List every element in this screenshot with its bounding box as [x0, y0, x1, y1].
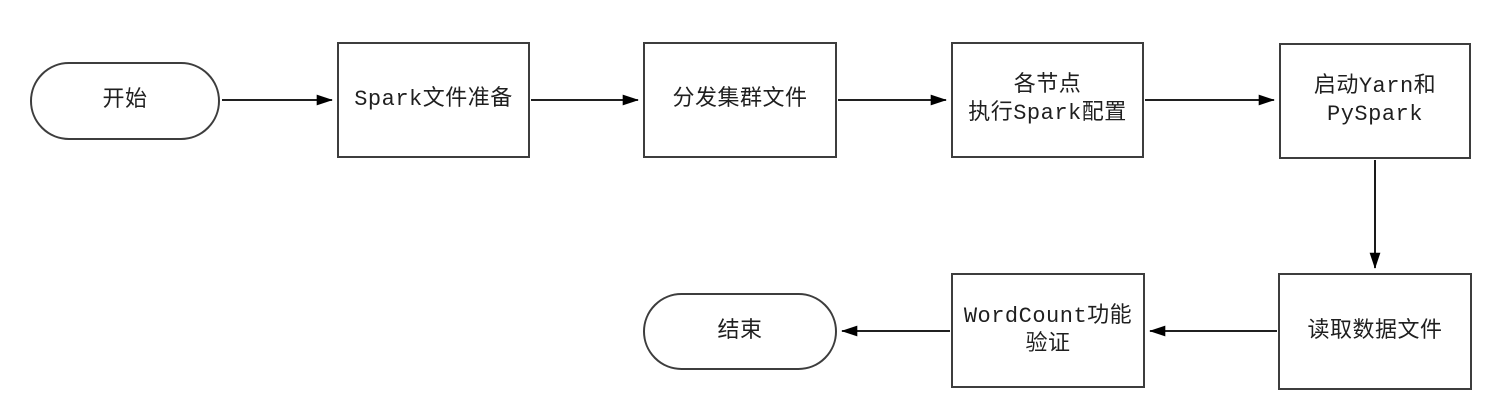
node-label-node-config: 各节点 执行Spark配置: [968, 73, 1127, 126]
node-label-wordcount: WordCount功能 验证: [963, 303, 1133, 357]
flowchart-node-start-yarn: 启动Yarn和 PySpark: [1279, 43, 1471, 159]
node-label-start: 开始: [102, 88, 148, 113]
node-label-read-data: 读取数据文件: [1307, 318, 1443, 344]
flowchart-node-node-config: 各节点 执行Spark配置: [951, 42, 1144, 158]
node-label-spark-files: Spark文件准备: [354, 87, 513, 112]
node-label-end: 结束: [717, 318, 763, 344]
node-label-start-yarn: 启动Yarn和 PySpark: [1313, 74, 1437, 127]
flowchart-node-start: 开始: [30, 62, 220, 140]
flowchart-node-wordcount: WordCount功能 验证: [951, 273, 1145, 388]
flowchart-node-read-data: 读取数据文件: [1278, 273, 1472, 390]
flowchart-node-distribute: 分发集群文件: [643, 42, 837, 158]
node-label-distribute: 分发集群文件: [672, 87, 808, 112]
flowchart-node-end: 结束: [643, 293, 837, 370]
flowchart-node-spark-files: Spark文件准备: [337, 42, 530, 158]
